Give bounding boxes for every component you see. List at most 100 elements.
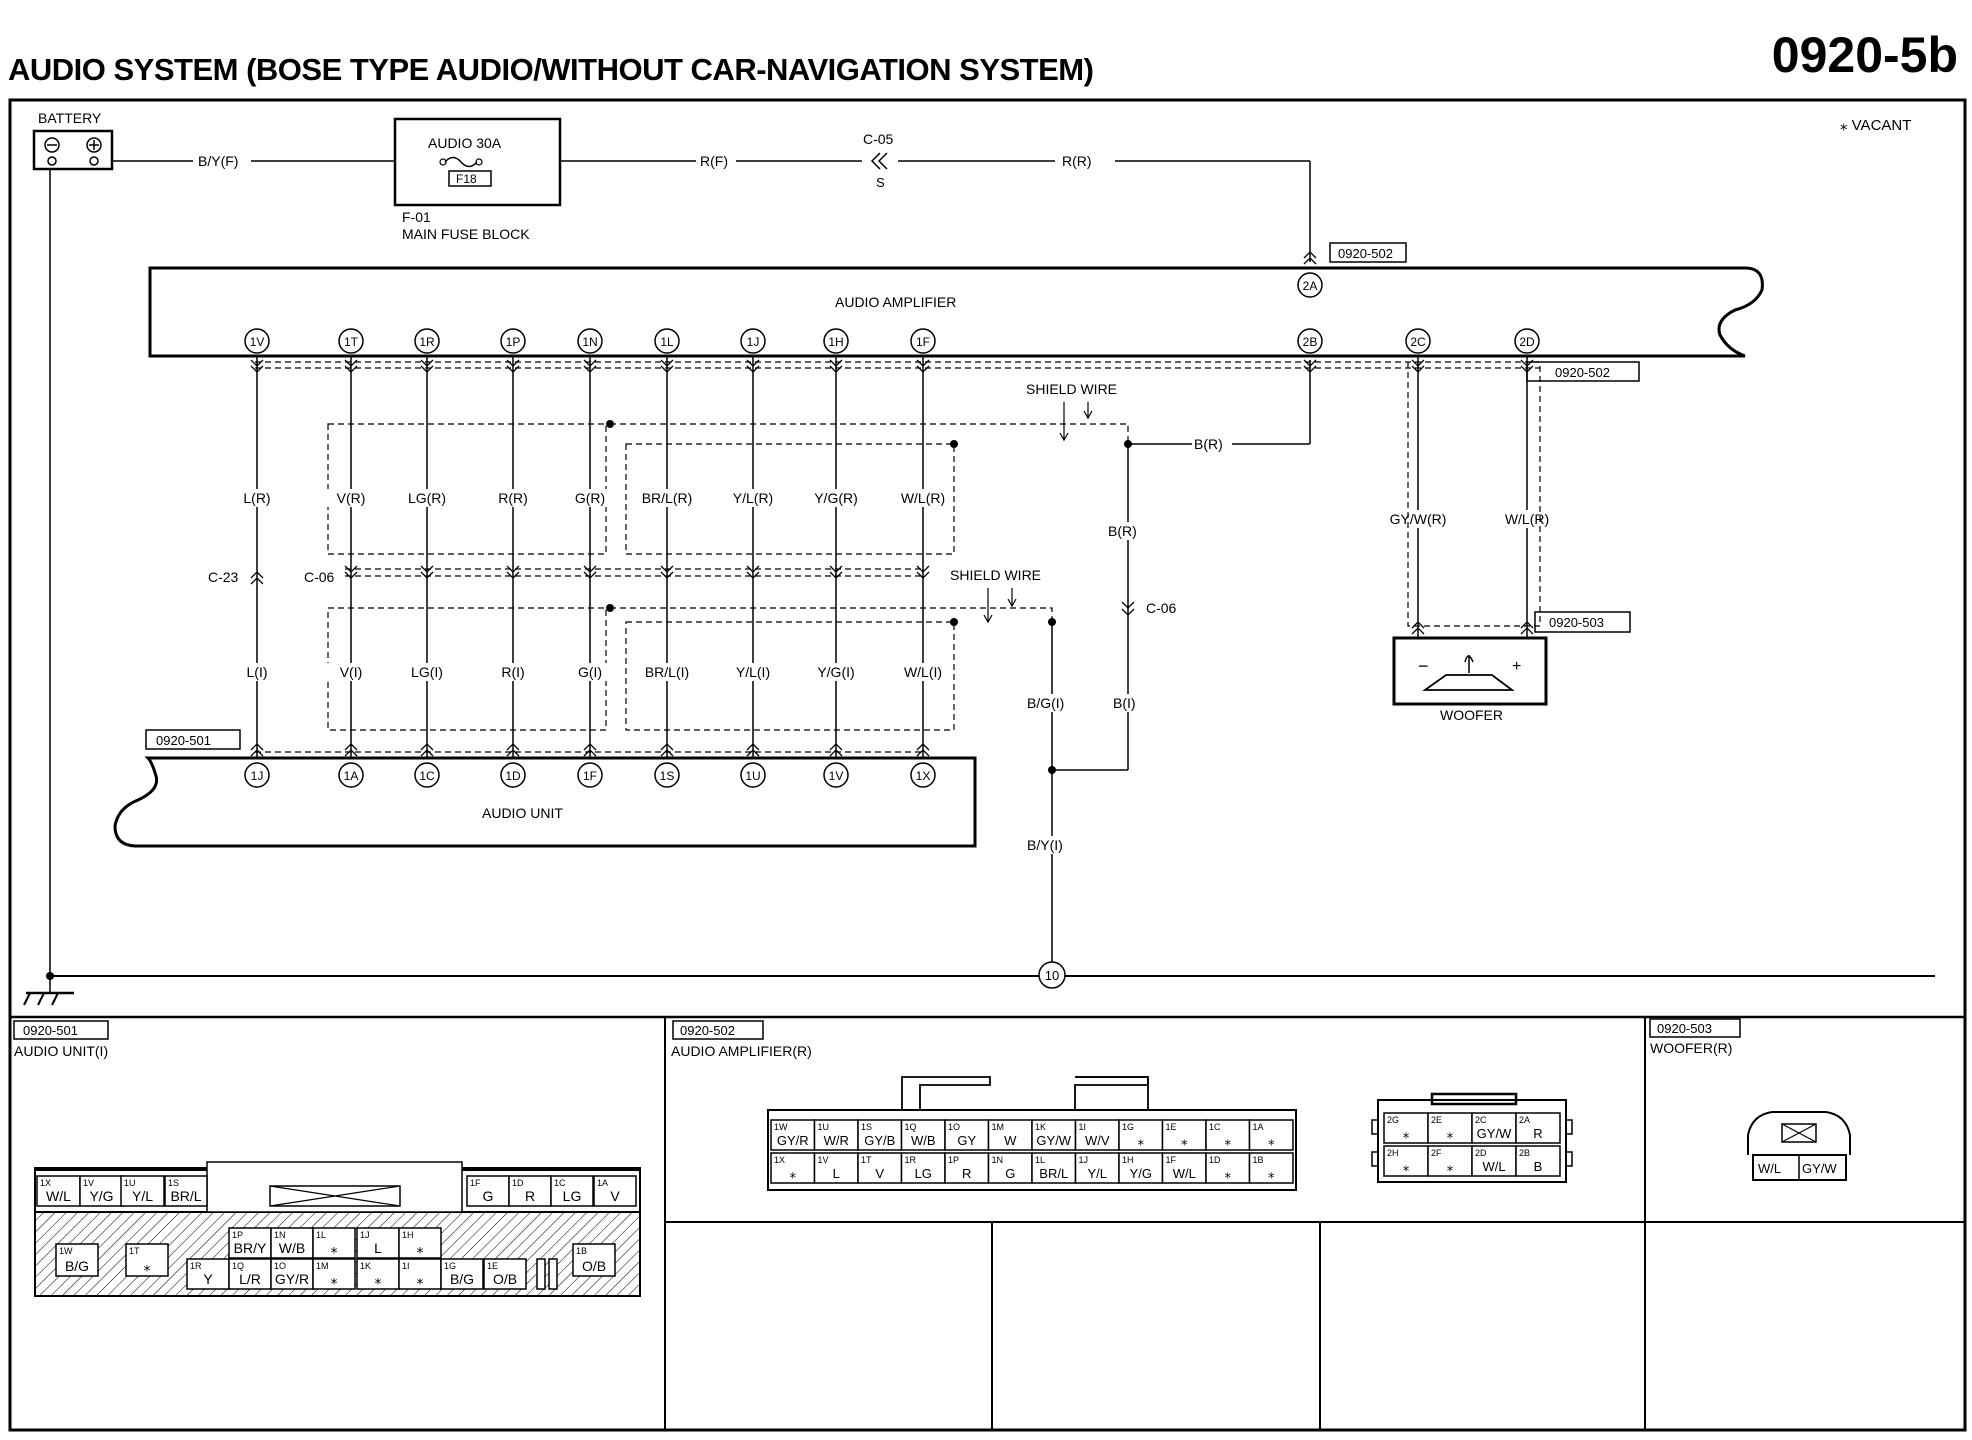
connector-c05-label: C-05 — [863, 131, 894, 147]
wire-label-lower: Y/G(I) — [817, 664, 854, 680]
amp-view-cell-wire: W/R — [824, 1133, 849, 1148]
amp-view-cell-pin: 1C — [1209, 1122, 1221, 1132]
audio-unit-cell-pin: 1T — [129, 1246, 140, 1256]
audio-unit-cell-pin: 1V — [83, 1178, 94, 1188]
audio-unit-cell-wire: Y/G — [89, 1188, 113, 1204]
wire-label-upper: BR/L(R) — [642, 490, 693, 506]
amp-pin-1F — [910, 328, 936, 354]
amp-pin-label: 1P — [506, 335, 521, 349]
amp-pin-1L — [654, 328, 680, 354]
harness-upper-labels: L(R)V(R)LG(R)R(R)G(R)BR/L(R)Y/L(R)Y/G(R)… — [227, 489, 953, 507]
woofer-label: WOOFER — [1440, 707, 1503, 723]
audio-unit-cell-pin: 1J — [360, 1230, 370, 1240]
ground-wire-label: B/Y(I) — [1027, 837, 1063, 853]
connector-c23-label: C-23 — [208, 569, 239, 585]
battery: BATTERY — [32, 110, 114, 171]
amp-small-cell-pin: 2B — [1519, 1148, 1530, 1158]
amp-view-cell-wire: ⁎ — [1138, 1133, 1145, 1148]
unit-pin-1D — [500, 762, 526, 788]
shield-i-wire-label: B/G(I) — [1027, 695, 1064, 711]
page-number: 0920-5b — [1771, 27, 1958, 83]
amp-pin-label: 1T — [344, 335, 359, 349]
amp-pin-2D — [1514, 328, 1540, 354]
amp-pin-2B — [1297, 328, 1323, 354]
audio-unit-cell-wire: Y/L — [132, 1188, 153, 1204]
audio-unit-cell-wire: L/R — [239, 1271, 261, 1287]
audio-unit-connector-view: 1XW/L1VY/G1UY/L1SBR/L1FG1DR1CLG1AV1PBR/Y… — [34, 1161, 641, 1297]
amp-pin-1N — [577, 328, 603, 354]
shield-wire-label-upper: SHIELD WIRE — [1026, 381, 1117, 397]
audio-unit-cell-pin: 1I — [402, 1261, 410, 1271]
unit-pin-1V — [823, 762, 849, 788]
audio-unit-cell-pin: 1A — [597, 1178, 608, 1188]
amp-small-cell-pin: 2H — [1387, 1148, 1399, 1158]
audio-unit-cell-wire: G — [483, 1188, 494, 1204]
amp-view-cell-pin: 1X — [774, 1155, 785, 1165]
amp-view-cell-pin: 1O — [948, 1122, 960, 1132]
amp-view-cell-wire: GY — [957, 1133, 976, 1148]
audio-unit-cell-pin: 1K — [360, 1261, 371, 1271]
audio-unit-cell-pin: 1X — [40, 1178, 51, 1188]
audio-amplifier-label: AUDIO AMPLIFIER — [835, 294, 956, 310]
wire-label-lower: L(I) — [247, 664, 268, 680]
unit-pin-label: 1A — [344, 769, 359, 783]
amp-pin-2C — [1405, 328, 1431, 354]
connector-c06-ground-label: C-06 — [1146, 600, 1177, 616]
unit-pin-label: 1U — [745, 769, 760, 783]
amp-pin-label: 1J — [747, 335, 760, 349]
amp-view-cell-pin: 1D — [1209, 1155, 1221, 1165]
fuse-block-code: F-01 — [402, 209, 431, 225]
amp-pin-label: 1F — [916, 335, 930, 349]
battery-label: BATTERY — [38, 110, 102, 126]
amp-pin-2A — [1297, 272, 1323, 298]
amp-view-cell-pin: 1M — [992, 1122, 1005, 1132]
view-501-cells: 1XW/L1VY/G1UY/L1SBR/L1FG1DR1CLG1AV1PBR/Y… — [36, 1175, 637, 1290]
amp-ref-right: 0920-502 — [1555, 365, 1610, 380]
wire-label-lower: V(I) — [340, 664, 363, 680]
unit-pin-label: 1F — [583, 769, 597, 783]
amp-small-cell-wire: B — [1534, 1159, 1543, 1174]
amp-small-cell-wire: ⁎ — [1447, 1159, 1454, 1174]
amp-view-cell-wire: ⁎ — [1181, 1133, 1188, 1148]
amp-small-cell-wire: W/L — [1482, 1159, 1505, 1174]
audio-unit-cell-wire: B/G — [65, 1258, 89, 1274]
audio-unit-cell-pin: 1O — [274, 1261, 286, 1271]
amp-view-cell-wire: BR/L — [1039, 1166, 1068, 1181]
amp-pin-label: 2D — [1519, 335, 1535, 349]
audio-unit-label: AUDIO UNIT — [482, 805, 563, 821]
view-503-title: WOOFER(R) — [1650, 1040, 1732, 1056]
amp-view-cell-pin: 1R — [905, 1155, 917, 1165]
unit-pin-1X — [910, 762, 936, 788]
ground-i-wire-label: B(I) — [1113, 695, 1136, 711]
shield-wire-label-lower: SHIELD WIRE — [950, 567, 1041, 583]
amp-view-cell-pin: 1N — [992, 1155, 1004, 1165]
amp-pin-1J — [740, 328, 766, 354]
amp-view-cell-pin: 1F — [1166, 1155, 1177, 1165]
unit-pin-label: 1C — [419, 769, 435, 783]
amp-pin-label: 2B — [1303, 335, 1318, 349]
audio-unit-cell-wire: ⁎ — [417, 1240, 424, 1256]
unit-pin-label: 1X — [916, 769, 931, 783]
audio-unit-cell-pin: 1F — [470, 1178, 481, 1188]
wire-label-upper: L(R) — [243, 490, 270, 506]
amp-view-cell-pin: 1U — [818, 1122, 830, 1132]
unit-pin-1A — [338, 762, 364, 788]
amp-view-cell-pin: 1W — [774, 1122, 788, 1132]
amp-view-cell-wire: ⁎ — [790, 1166, 797, 1181]
connector-c05-symbol — [870, 152, 888, 170]
audio-unit-cell-pin: 1U — [124, 1178, 136, 1188]
audio-unit-cell-wire: LG — [563, 1188, 582, 1204]
audio-amplifier-body — [148, 266, 1764, 358]
connector-c05-side: S — [876, 175, 885, 190]
audio-unit-cell-wire: GY/R — [275, 1271, 309, 1287]
woofer-wire-label: GY/W(R) — [1390, 511, 1447, 527]
view-501-title: AUDIO UNIT(I) — [14, 1043, 108, 1059]
audio-unit-cell-pin: 1N — [274, 1230, 286, 1240]
audio-unit-cell-wire: ⁎ — [331, 1271, 338, 1287]
wire-label-lower: BR/L(I) — [645, 664, 689, 680]
amp-view-cell-pin: 1T — [861, 1155, 872, 1165]
page-title: AUDIO SYSTEM (BOSE TYPE AUDIO/WITHOUT CA… — [8, 52, 1094, 87]
audio-unit-cell-wire: BR/L — [170, 1188, 201, 1204]
